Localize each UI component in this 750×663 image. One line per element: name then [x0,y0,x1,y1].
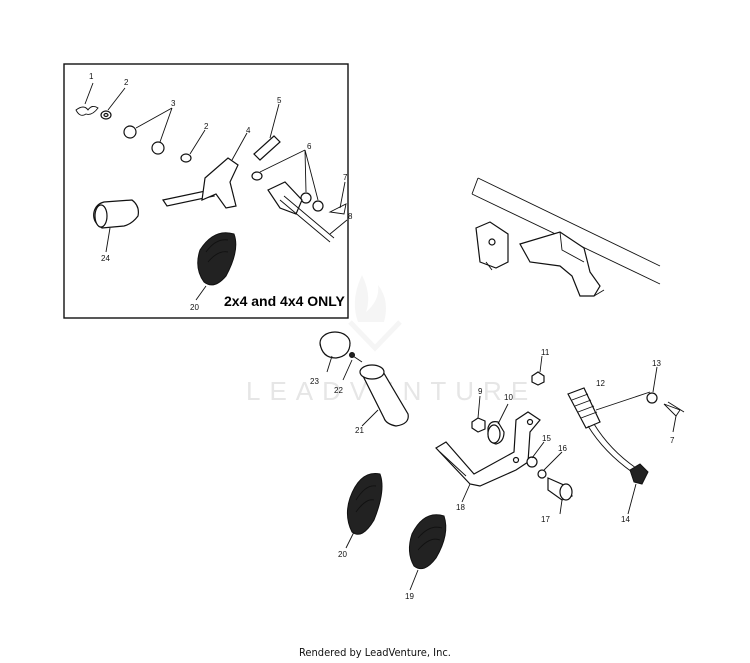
washer [300,192,312,204]
bushing [123,125,137,139]
nut [531,371,545,386]
callout-12: 12 [596,379,605,388]
callout-23: 23 [310,377,319,386]
inset-frame [63,63,349,319]
cable-end [267,181,303,215]
callout-17: 17 [541,515,550,524]
cotter-pin [663,403,681,417]
callout-8: 8 [348,212,353,221]
pin [253,135,281,161]
cotter-pin [328,203,347,215]
cable [279,199,331,243]
footer-credit: Rendered by LeadVenture, Inc. [299,646,451,659]
callout-19: 19 [405,592,414,601]
shift-arm [201,157,239,209]
shift-shaft [162,189,215,207]
washer [312,200,324,212]
callout-21: 21 [355,426,364,435]
callout-5: 5 [277,96,282,105]
callout-16: 16 [558,444,567,453]
callout-20: 20 [190,303,199,312]
callout-14: 14 [621,515,630,524]
shift-lever [435,411,541,487]
washer [180,153,192,163]
nut [471,417,486,433]
watermark-logo [348,275,402,352]
callout-3: 3 [171,99,176,108]
callout-9: 9 [478,387,483,396]
callout-18: 18 [456,503,465,512]
callout-2: 2 [124,78,129,87]
foot-pad [346,473,383,535]
callout-24: 24 [101,254,110,263]
callout-6: 6 [307,142,312,151]
washer [251,171,263,181]
hair-pin-clip [75,105,99,116]
callout-2: 2 [204,122,209,131]
inset-note: 2x4 and 4x4 ONLY [224,293,346,309]
washer [526,456,538,468]
cable-clamp [629,463,649,485]
callout-10: 10 [504,393,513,402]
callout-13: 13 [652,359,661,368]
callout-7: 7 [670,436,675,445]
frame-section [471,177,661,297]
callout-11: 11 [541,348,550,357]
callout-15: 15 [542,434,551,443]
washer [537,469,547,479]
callout-20: 20 [338,550,347,559]
callout-1: 1 [89,72,94,81]
callout-4: 4 [246,126,251,135]
shift-cable-end [567,387,601,429]
bushing [151,141,165,155]
callout-22: 22 [334,386,343,395]
washer [646,392,658,404]
shift-cable [593,423,637,469]
foot-pad [197,232,237,286]
callout-7: 7 [343,173,348,182]
